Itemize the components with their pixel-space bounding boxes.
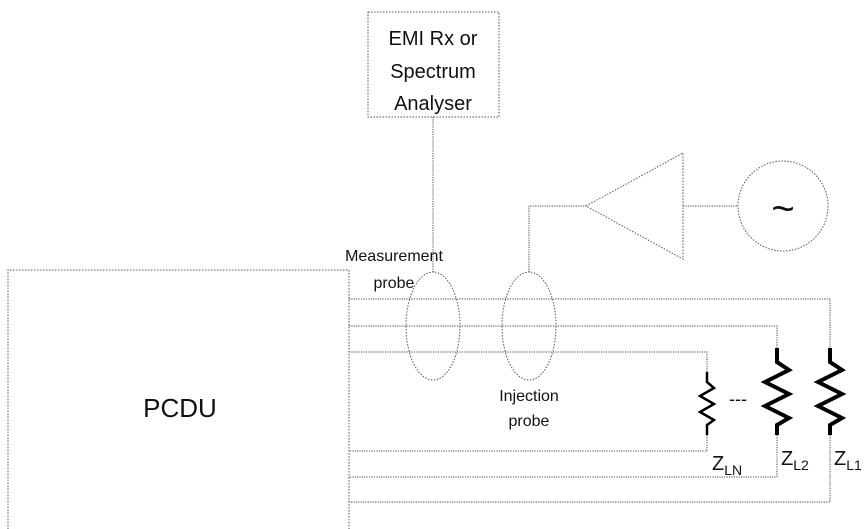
spectrum-analyser-label-line2: Spectrum (390, 61, 476, 83)
load-label-zln: ZLN (712, 453, 742, 478)
measurement-probe-label-line1: Measurement (345, 248, 443, 265)
pcdu: PCDU (7, 269, 350, 529)
injection-probe: Injection probe (499, 271, 559, 430)
load-label-zl2-sub: L2 (793, 457, 809, 473)
load-label-zln-sub: LN (724, 462, 742, 478)
signal-generator-symbol: ~ (771, 187, 794, 231)
load-label-zl2: ZL2 (781, 448, 809, 473)
injection-cable (528, 205, 586, 272)
pcdu-box (7, 269, 350, 529)
spectrum-analyser: EMI Rx or Spectrum Analyser (367, 11, 500, 118)
spectrum-analyser-label-line1: EMI Rx or (389, 28, 478, 50)
measurement-probe: Measurement probe (345, 248, 461, 381)
load-label-zln-main: Z (712, 453, 724, 475)
power-line-n-return (349, 435, 708, 452)
signal-source: ~ (528, 152, 829, 272)
power-line-1-out (349, 298, 831, 348)
load-label-zl1-main: Z (834, 448, 846, 470)
load-label-zl2-main: Z (781, 448, 793, 470)
spectrum-analyser-label-line3: Analyser (394, 93, 472, 115)
power-lines (349, 298, 831, 503)
power-line-n-out (349, 351, 708, 372)
load-ellipsis: --- (729, 389, 747, 409)
measurement-probe-clamp (405, 271, 461, 381)
signal-generator-circle (737, 160, 829, 252)
loads: --- ZLN ZL2 ZL1 (697, 348, 862, 478)
power-line-2-return (349, 435, 778, 478)
load-resistor-zln-icon (697, 372, 717, 435)
load-resistor-zl2-icon (760, 348, 794, 435)
load-label-zl1: ZL1 (834, 448, 862, 473)
pcdu-label: PCDU (143, 393, 217, 423)
amplifier-triangle-icon (584, 152, 684, 260)
measurement-probe-label-line2: probe (374, 275, 415, 292)
injection-probe-label-line2: probe (509, 413, 550, 430)
load-resistor-zl1-icon (813, 348, 847, 435)
load-label-zl1-sub: L1 (846, 457, 862, 473)
power-line-1-return (349, 435, 831, 503)
injection-probe-label-line1: Injection (499, 388, 559, 405)
power-line-2-out (349, 325, 778, 348)
